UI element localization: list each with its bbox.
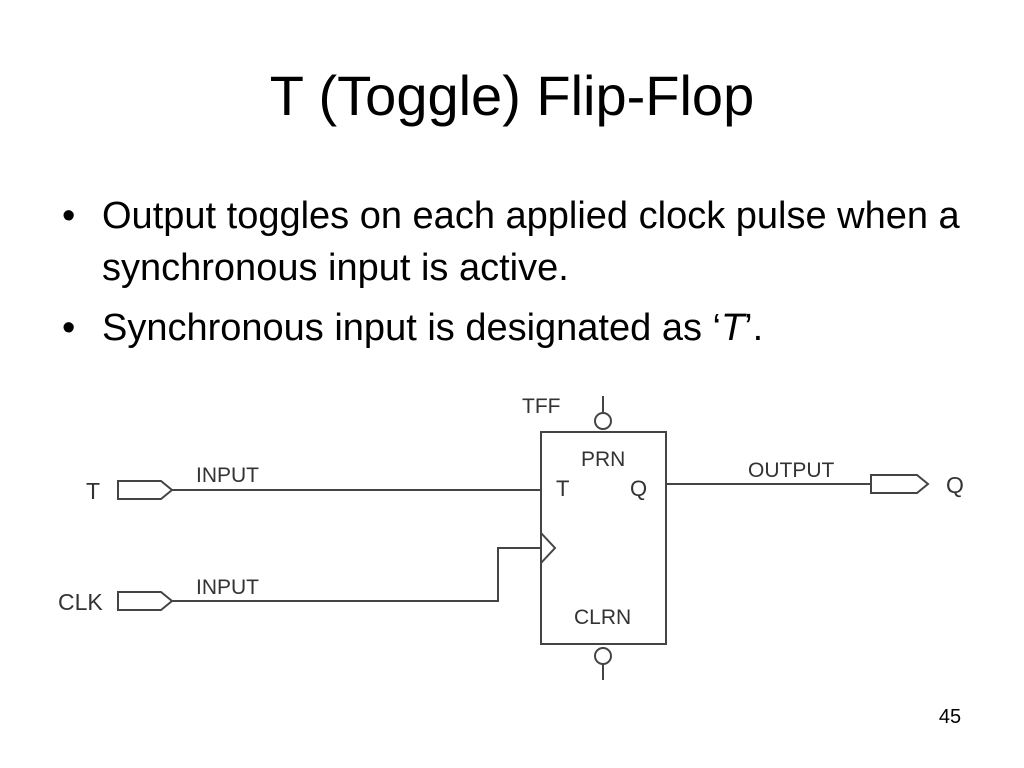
input-clk-pin-symbol [117,591,174,611]
input-clk-wire [172,547,541,602]
slide-title: T (Toggle) Flip-Flop [269,64,755,127]
output-q-pin-label: Q [946,472,964,498]
bullet-text-end: ’. [744,307,764,349]
bullet-emphasis: T [720,307,745,349]
pin-label-q: Q [630,476,647,501]
bullet-dot: • [62,307,76,349]
input-clk-wire-label: INPUT [196,576,259,599]
bullet-text: Synchronous input is designated as ‘ [102,307,721,349]
clock-triangle [540,532,557,564]
output-q-pin-symbol [870,474,930,494]
bullet-text: Output toggles on each applied clock pul… [102,195,960,289]
flip-flop-block [540,431,667,645]
block-name-label: TFF [522,395,560,418]
clear-bubble [594,647,612,665]
preset-bubble [594,412,612,430]
pin-label-t: T [556,476,569,501]
output-q-wire-label: OUTPUT [748,459,835,482]
bullet-list: • Output toggles on each applied clock p… [60,190,980,362]
pin-label-clrn: CLRN [574,606,631,629]
input-clk-pin-label: CLK [58,589,103,615]
input-t-pin-symbol [117,480,174,500]
input-t-pin-label: T [86,478,100,504]
pin-label-prn: PRN [581,448,625,471]
page-number: 45 [938,706,962,728]
bullet-item: • Synchronous input is designated as ‘T’… [60,302,980,354]
input-t-wire-label: INPUT [196,464,259,487]
bullet-dot: • [62,195,76,237]
bullet-item: • Output toggles on each applied clock p… [60,190,980,294]
